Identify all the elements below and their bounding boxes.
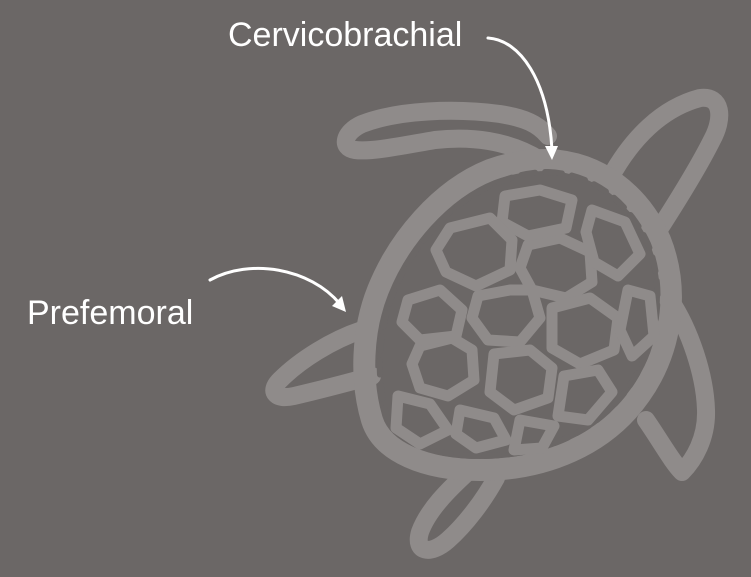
tail-flipper [419, 470, 496, 550]
prefemoral-arrow [210, 268, 340, 304]
scute-lateral-6 [402, 290, 462, 340]
scute-lateral-3 [436, 218, 512, 286]
scute-lateral-7 [490, 350, 552, 410]
prefemoral-label: Prefemoral [27, 296, 193, 330]
scute-lateral-4 [552, 298, 618, 364]
scute-vertebral-2 [472, 290, 540, 342]
scute-lateral-10 [456, 410, 506, 448]
scute-lateral-11 [514, 420, 554, 450]
scute-lateral-5 [620, 290, 654, 356]
scute-vertebral-3 [412, 338, 474, 396]
scute-lateral-1 [502, 190, 572, 236]
scute-lateral-9 [396, 396, 448, 444]
cervicobrachial-label: Cervicobrachial [228, 18, 462, 52]
